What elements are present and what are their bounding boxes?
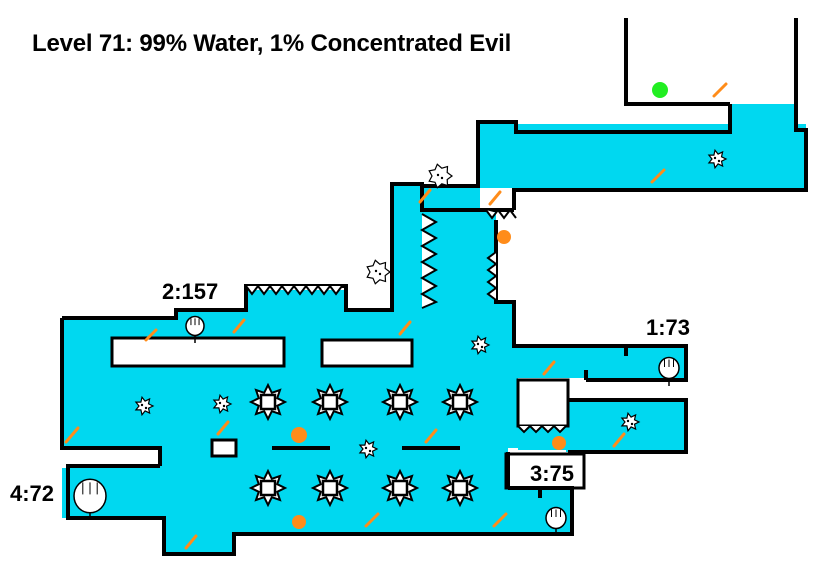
player-ball[interactable] [652,82,668,98]
spike-block [310,468,350,508]
coin[interactable] [552,436,566,450]
checkpoint-hand-icon[interactable] [658,356,680,387]
enemy-blob[interactable] [428,163,454,189]
checkpoint-hand-icon[interactable] [185,315,205,343]
checkpoint-3-label: 3:75 [530,461,575,486]
spike-block-cluster [248,382,480,508]
spike-block [248,382,288,422]
spike-block [248,468,288,508]
enemies [134,148,728,460]
checkpoint-1-label: 1:73 [646,315,691,340]
spike-block [380,382,420,422]
enemy-blob[interactable] [212,393,233,415]
level-title: Level 71: 99% Water, 1% Concentrated Evi… [32,30,512,57]
enemy-blob[interactable] [620,411,641,433]
coin[interactable] [497,230,511,244]
spike-block [440,468,480,508]
coins [291,230,566,529]
spike-block [310,382,350,422]
checkpoint-2-label: 2:157 [162,279,219,304]
enemy-blob[interactable] [134,395,155,417]
spike-block [440,382,480,422]
enemy-blob[interactable] [358,438,379,460]
spike-hazards [245,208,567,434]
enemy-blob[interactable] [707,148,728,170]
checkpoint-4-label: 4:72 [10,481,55,506]
spike-block [380,468,420,508]
checkpoint-hand-icon[interactable] [545,506,567,537]
level-walls [60,18,808,556]
checkpoint-hand-icon[interactable] [73,478,107,520]
coin[interactable] [291,427,307,443]
enemy-blob[interactable] [470,334,491,356]
enemy-blob[interactable] [366,259,392,285]
checkpoint-flags [73,315,680,537]
coin[interactable] [292,515,306,529]
current-arrows [64,82,728,550]
